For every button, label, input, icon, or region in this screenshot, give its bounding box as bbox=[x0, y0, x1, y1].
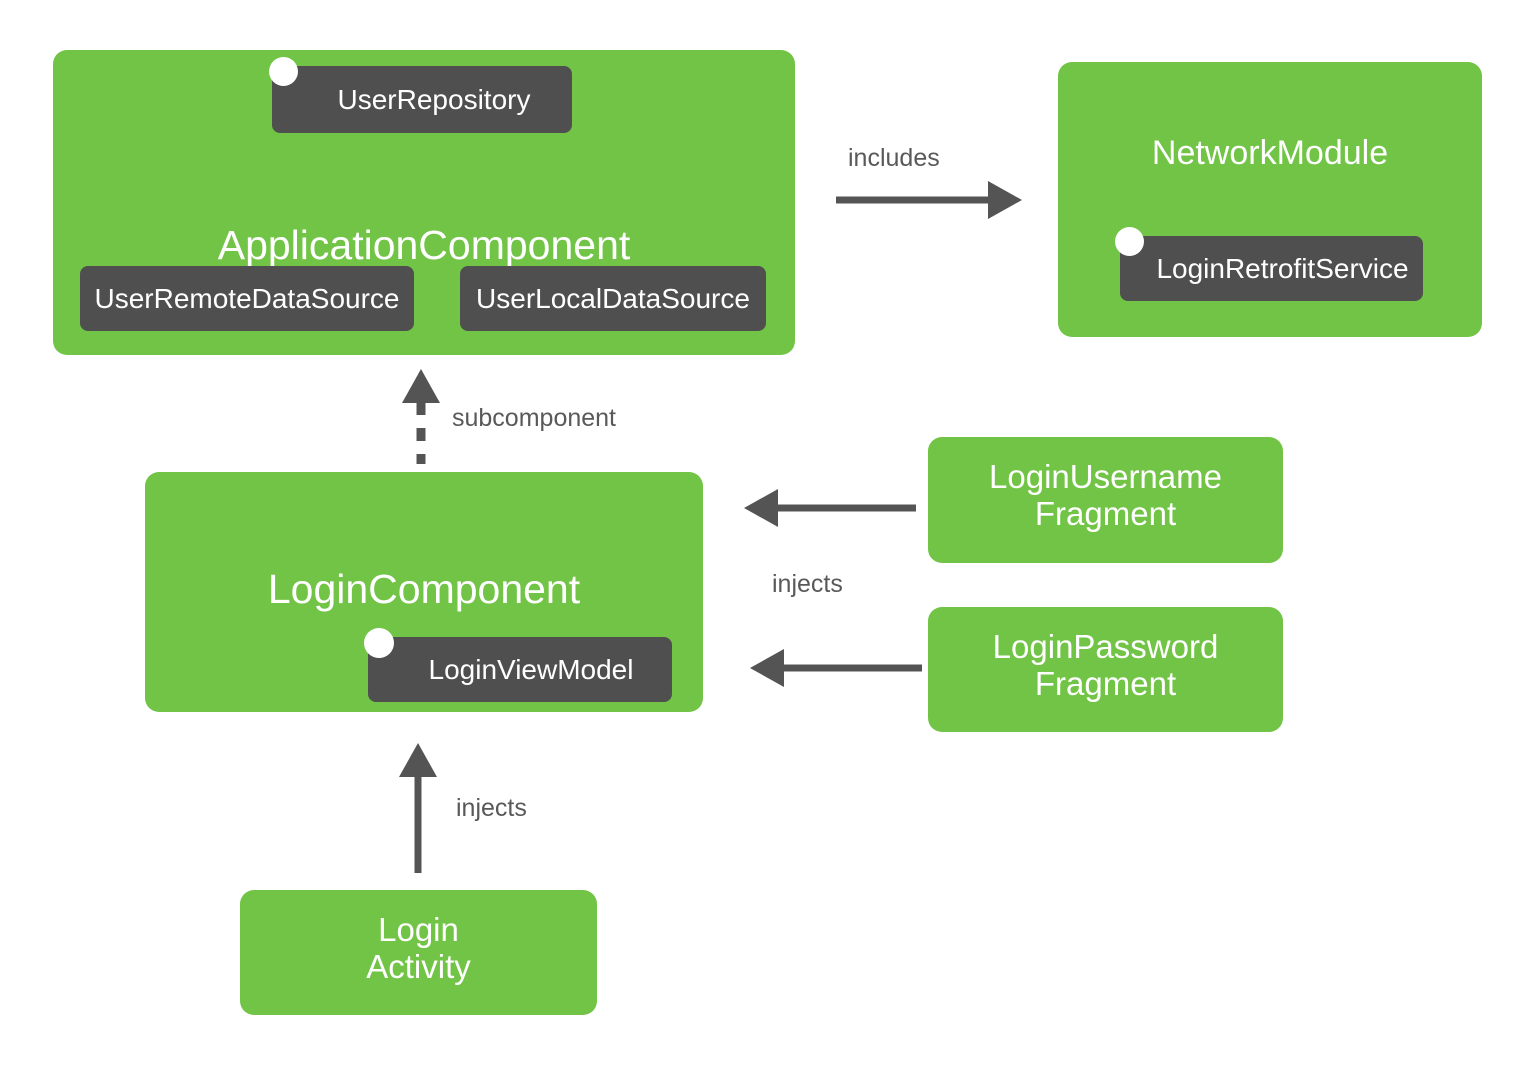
node-login-password-fragment-title: LoginPassword Fragment bbox=[992, 628, 1219, 702]
edge-includes-arrowhead bbox=[988, 181, 1022, 219]
connector-dot-login-view-model bbox=[364, 628, 394, 658]
chip-user-repository[interactable]: UserRepository bbox=[272, 66, 572, 133]
connector-dot-login-retrofit-service bbox=[1115, 227, 1144, 256]
node-network-module-title: NetworkModule bbox=[1151, 134, 1389, 172]
node-login-activity-title: Login Activity bbox=[366, 911, 471, 985]
connector-dot-user-repository bbox=[269, 57, 298, 86]
edge-injects-fragments-label: injects bbox=[772, 570, 843, 598]
chip-user-remote-data-source-label: UserRemoteDataSource bbox=[94, 282, 400, 314]
edge-injects-username-arrowhead bbox=[744, 489, 778, 527]
edge-injects-activity-arrowhead bbox=[399, 743, 437, 777]
edge-includes-label: includes bbox=[848, 144, 940, 172]
node-login-username-fragment[interactable]: LoginUsername Fragment bbox=[928, 437, 1283, 563]
edge-injects-activity-shaft bbox=[414, 775, 422, 873]
node-login-component-title: LoginComponent bbox=[267, 566, 581, 612]
edge-injects-username-shaft bbox=[776, 504, 916, 512]
node-application-component-title: ApplicationComponent bbox=[217, 222, 631, 268]
node-login-username-fragment-title: LoginUsername Fragment bbox=[989, 458, 1222, 532]
chip-user-local-data-source[interactable]: UserLocalDataSource bbox=[460, 266, 766, 331]
chip-login-retrofit-service[interactable]: LoginRetrofitService bbox=[1120, 236, 1423, 301]
edge-subcomponent-arrowhead bbox=[402, 369, 440, 403]
edge-injects-activity-label: injects bbox=[456, 794, 527, 822]
edge-includes-shaft bbox=[836, 196, 990, 204]
edge-injects-password-arrowhead bbox=[750, 649, 784, 687]
chip-login-view-model-label: LoginViewModel bbox=[428, 653, 634, 685]
chip-user-repository-label: UserRepository bbox=[337, 83, 531, 115]
edge-injects-password-shaft bbox=[782, 664, 922, 672]
chip-login-retrofit-service-label: LoginRetrofitService bbox=[1156, 252, 1409, 284]
node-login-password-fragment[interactable]: LoginPassword Fragment bbox=[928, 607, 1283, 732]
edge-subcomponent-label: subcomponent bbox=[452, 404, 617, 432]
chip-login-view-model[interactable]: LoginViewModel bbox=[368, 637, 672, 702]
node-login-activity[interactable]: Login Activity bbox=[240, 890, 597, 1015]
chip-user-local-data-source-label: UserLocalDataSource bbox=[476, 282, 750, 314]
chip-user-remote-data-source[interactable]: UserRemoteDataSource bbox=[80, 266, 414, 331]
edge-subcomponent-dotted-line bbox=[416, 402, 426, 464]
